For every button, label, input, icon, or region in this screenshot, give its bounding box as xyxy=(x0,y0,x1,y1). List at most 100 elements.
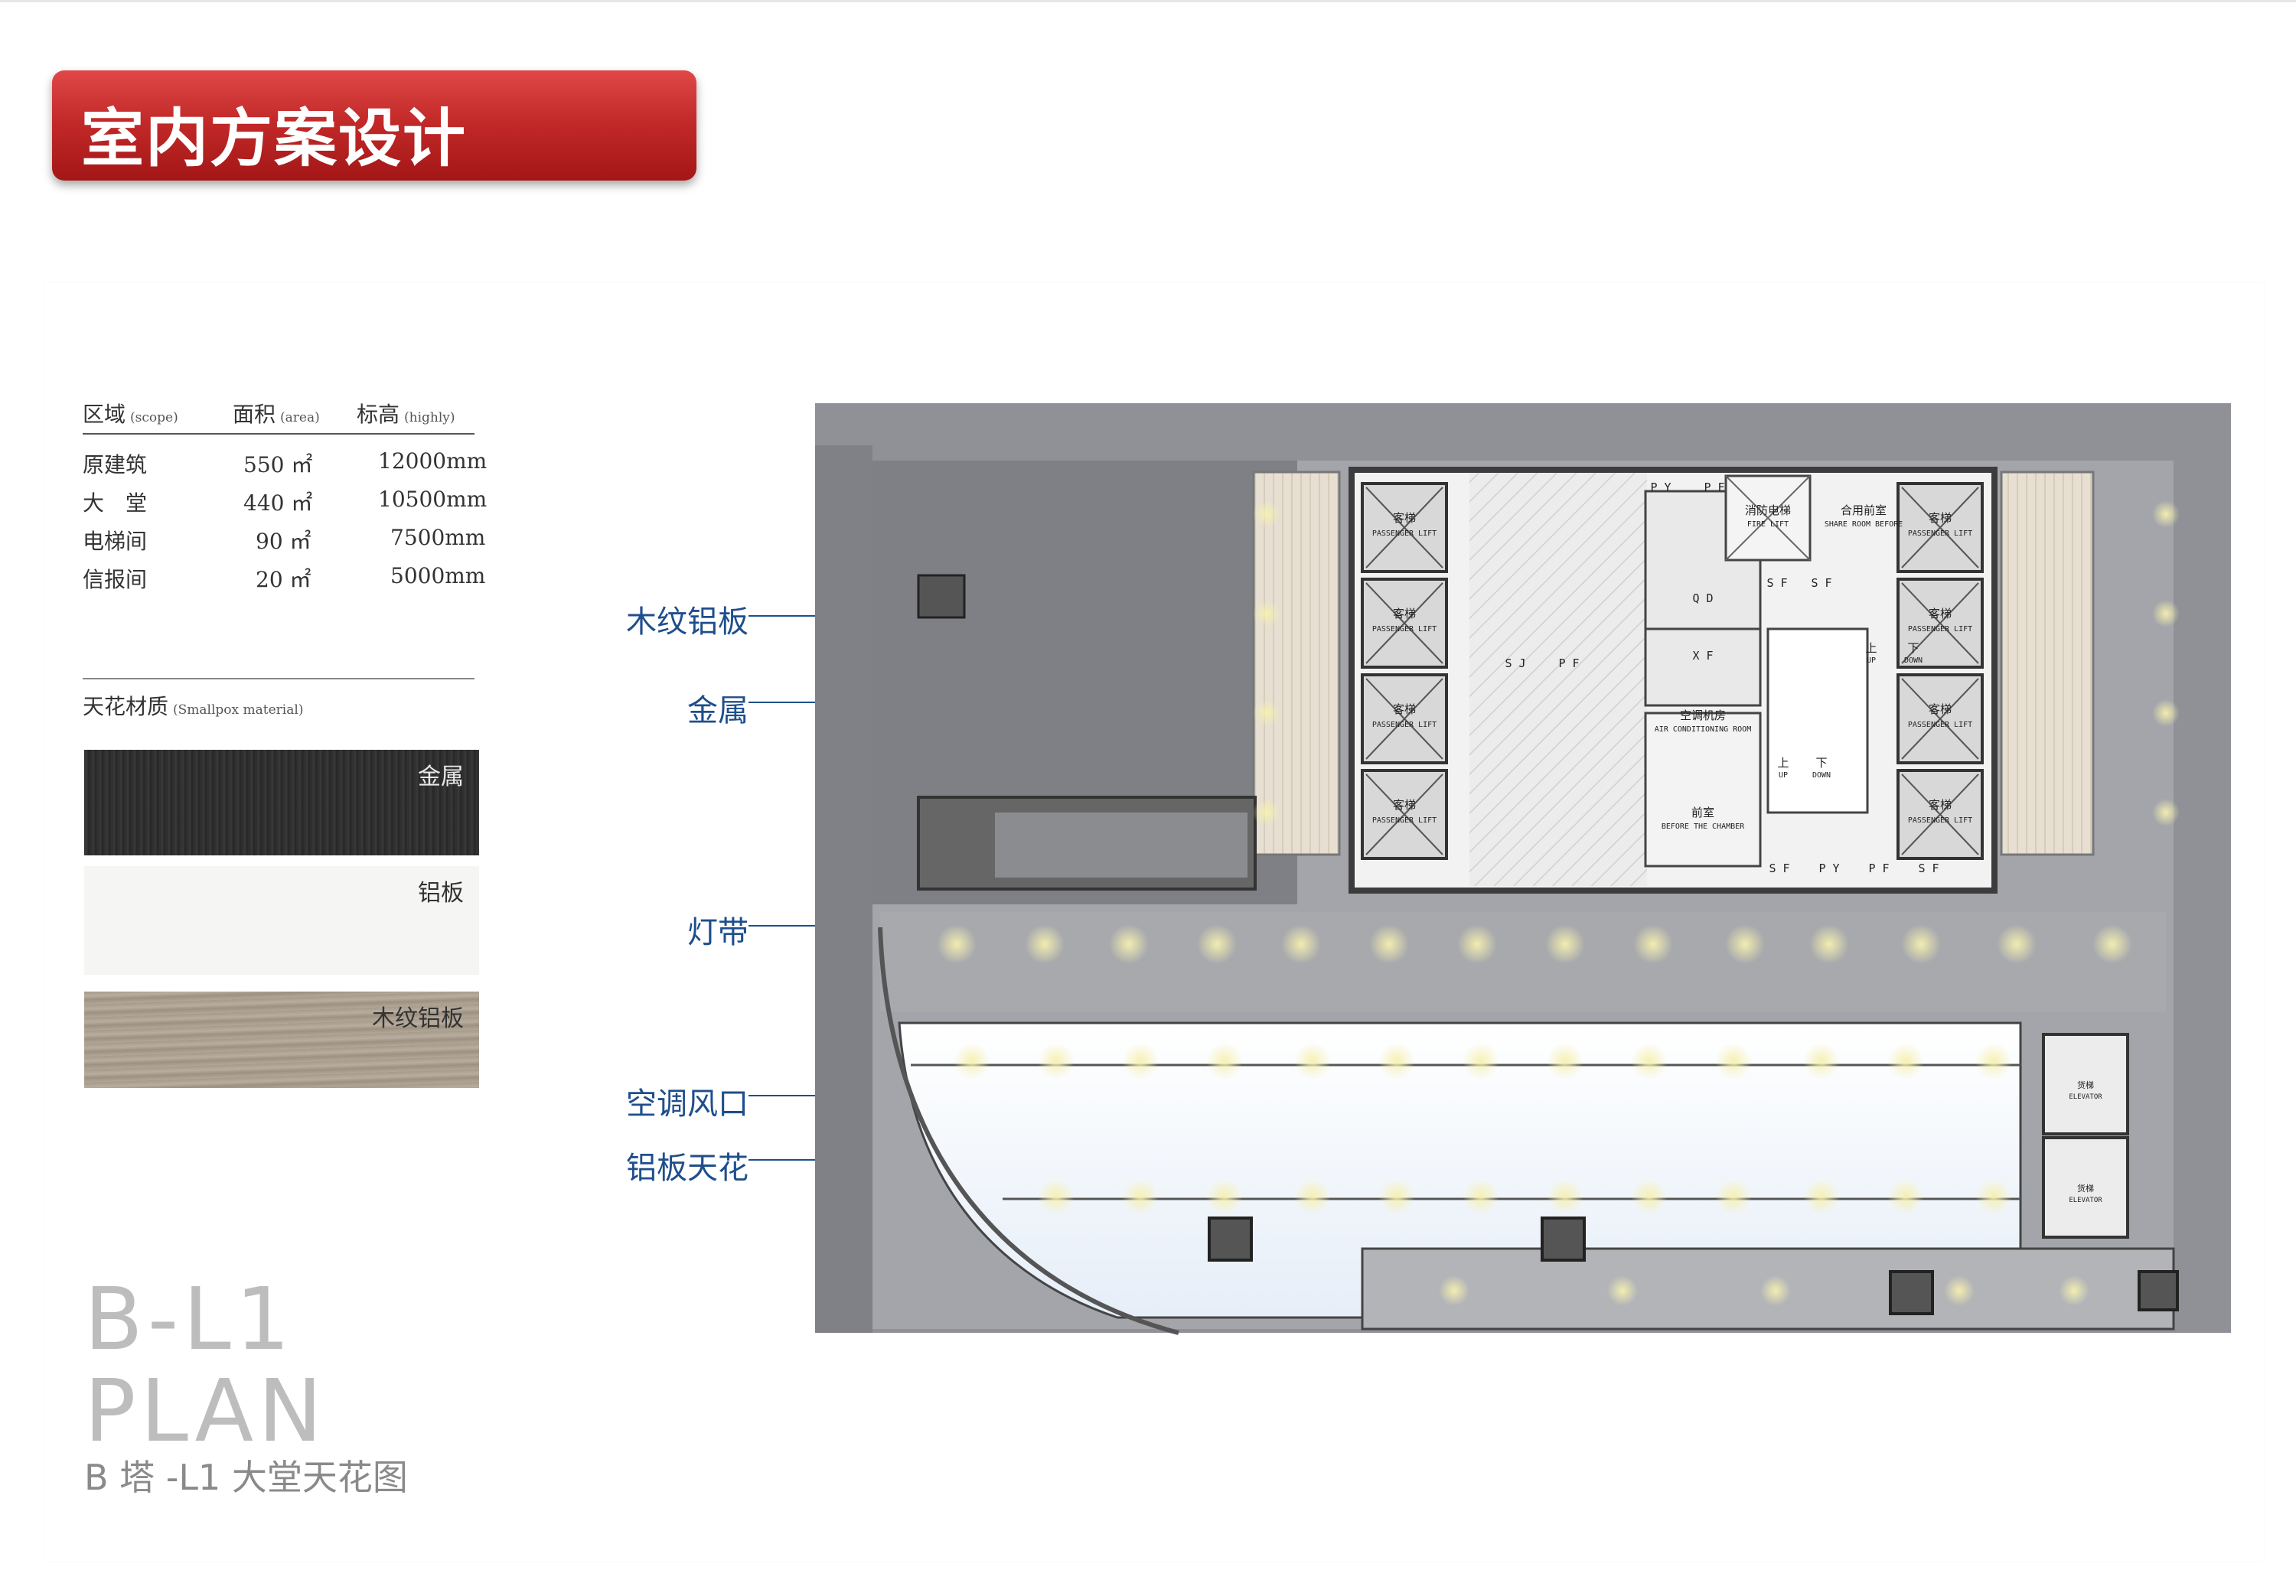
swatch-label: 铝板 xyxy=(418,880,464,907)
title-banner: 室内方案设计 xyxy=(52,70,696,181)
left-wall xyxy=(815,445,872,1333)
row-scope: 大 堂 xyxy=(83,490,148,516)
swatch-label: 木纹铝板 xyxy=(372,1005,464,1032)
swatch-label: 金属 xyxy=(418,764,464,790)
table-row: 电梯间 90 ㎡ 7500mm xyxy=(83,525,485,555)
plan-code: B-L1 xyxy=(84,1270,295,1370)
room-labels: 客梯 PASSENGER LIFT 客梯 PASSENGER LIFT 客梯 P… xyxy=(1372,480,2102,1204)
lift-label: 客梯 xyxy=(1393,798,1416,812)
light-column-right xyxy=(2152,500,2180,826)
column xyxy=(1208,1217,1253,1262)
table-row: 信报间 20 ㎡ 5000mm xyxy=(83,563,485,594)
row-height: 12000mm xyxy=(378,448,488,474)
plan-caption: B 塔 -L1 大堂天花图 xyxy=(84,1457,408,1498)
lift-label: 客梯 xyxy=(1929,607,1952,620)
down-label: 下 xyxy=(1815,756,1827,770)
chamber-label: 前室 xyxy=(1691,806,1714,819)
up-label-en: UP xyxy=(1867,656,1876,665)
mid-left-inner xyxy=(995,813,1247,878)
pf-label: P F xyxy=(1558,656,1579,670)
light-column-left xyxy=(1253,500,1280,826)
row-scope: 电梯间 xyxy=(83,529,148,554)
ac-room xyxy=(1644,627,1762,707)
row-area: 20 ㎡ xyxy=(256,567,311,592)
ac-room-label: 空调机房 xyxy=(1680,708,1726,722)
curved-wall xyxy=(878,927,1179,1335)
stair xyxy=(1766,627,1869,814)
lift-label: 客梯 xyxy=(1393,607,1416,620)
page-title: 室内方案设计 xyxy=(81,103,468,175)
fire-lift-label-en: FIRE LIFT xyxy=(1747,520,1789,529)
row-scope: 原建筑 xyxy=(83,452,148,477)
service-elevator xyxy=(2042,1033,2129,1135)
sf-label: S F xyxy=(1918,862,1939,875)
lift-label: 客梯 xyxy=(1929,798,1952,812)
top-divider xyxy=(0,0,2296,2)
service-elevator xyxy=(2042,1136,2129,1239)
elevator-label: 货梯 xyxy=(2077,1080,2094,1090)
materials-heading: 天花材质(Smallpox material) xyxy=(83,694,304,719)
lift-crosses-left xyxy=(1365,487,1443,855)
elevator-label-en: ELEVATOR xyxy=(2069,1197,2102,1204)
row-height: 7500mm xyxy=(390,525,486,550)
xf-label: X F xyxy=(1692,649,1713,663)
chamber-label-en: BEFORE THE CHAMBER xyxy=(1662,822,1745,831)
callout-wood-aluminum: 木纹铝板 xyxy=(626,604,748,640)
row-height: 5000mm xyxy=(390,563,486,588)
lift-label: 客梯 xyxy=(1929,511,1952,525)
swatch-aluminum: 铝板 xyxy=(84,866,479,975)
chamber xyxy=(1644,712,1762,868)
callout-aluminum-ceiling: 铝板天花 xyxy=(626,1151,748,1186)
lift-label-en: PASSENGER LIFT xyxy=(1372,625,1437,634)
lift-label: 客梯 xyxy=(1393,511,1416,525)
up-label: 上 xyxy=(1777,756,1789,770)
light-row-lobby xyxy=(937,924,2132,964)
elevator-label: 货梯 xyxy=(2077,1183,2094,1194)
sj-label: S J xyxy=(1505,656,1525,670)
table-header-height: 标高(highly) xyxy=(357,402,455,427)
lift-label-en: PASSENGER LIFT xyxy=(1372,529,1437,538)
down-label-en: DOWN xyxy=(1812,771,1831,780)
floor-plan: 客梯 PASSENGER LIFT 客梯 PASSENGER LIFT 客梯 P… xyxy=(811,399,2235,1448)
up-label-en: UP xyxy=(1779,771,1788,780)
elevator-label-en: ELEVATOR xyxy=(2069,1093,2102,1101)
table-row: 原建筑 550 ㎡ 12000mm xyxy=(83,448,487,479)
pf-label: P F xyxy=(1868,862,1889,875)
wood-band-left xyxy=(1252,471,1341,856)
share-room-label: 合用前室 xyxy=(1841,503,1887,517)
lift-label: 客梯 xyxy=(1929,702,1952,716)
lift-label-en: PASSENGER LIFT xyxy=(1372,721,1437,729)
row-area: 440 ㎡ xyxy=(243,490,313,516)
fire-lift-label: 消防电梯 xyxy=(1745,503,1791,517)
table-row: 大 堂 440 ㎡ 10500mm xyxy=(83,487,487,517)
py-label: P Y xyxy=(1818,862,1839,875)
lift-label-en: PASSENGER LIFT xyxy=(1372,816,1437,825)
down-label-en: DOWN xyxy=(1904,656,1923,665)
sf-label: S F xyxy=(1766,576,1787,590)
light-row-bottom xyxy=(1439,1275,2089,1306)
row-area: 90 ㎡ xyxy=(256,529,311,554)
callout-metal: 金属 xyxy=(687,693,748,728)
pf-label: P F xyxy=(1704,480,1724,494)
lift-label-en: PASSENGER LIFT xyxy=(1908,816,1972,825)
column xyxy=(917,574,966,619)
table-header-area: 面积(area) xyxy=(233,402,320,427)
callout-light-strip: 灯带 xyxy=(687,915,748,950)
sf-label: S F xyxy=(1811,576,1831,590)
light-row-ceiling-top xyxy=(954,1043,2012,1080)
table-header-scope: 区域(scope) xyxy=(83,402,178,427)
down-label: 下 xyxy=(1907,641,1919,655)
lift-label-en: PASSENGER LIFT xyxy=(1908,529,1972,538)
callout-ac-vent: 空调风口 xyxy=(626,1086,748,1122)
lift-label-en: PASSENGER LIFT xyxy=(1908,721,1972,729)
py-label: P Y xyxy=(1650,480,1671,494)
lift-crosses-right xyxy=(1901,487,1979,855)
lift-label: 客梯 xyxy=(1393,702,1416,716)
row-area: 550 ㎡ xyxy=(243,452,313,477)
row-height: 10500mm xyxy=(378,487,488,512)
up-label: 上 xyxy=(1865,641,1877,655)
column xyxy=(1541,1217,1586,1262)
wood-band-right xyxy=(2000,471,2095,856)
column xyxy=(2138,1270,2179,1311)
ac-room-label-en: AIR CONDITIONING ROOM xyxy=(1655,725,1751,734)
